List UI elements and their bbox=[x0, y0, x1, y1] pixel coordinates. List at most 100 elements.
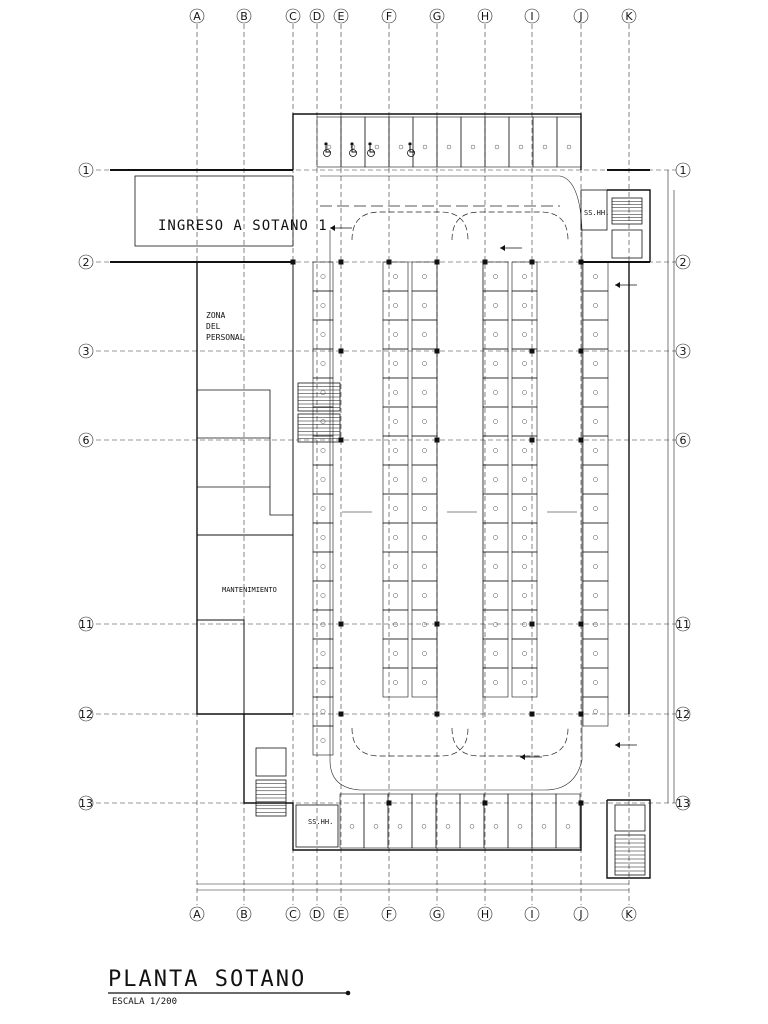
island2-west-stall-9 bbox=[482, 522, 509, 553]
wall-stair-ne bbox=[607, 189, 651, 262]
island2-west-stall-10 bbox=[482, 551, 509, 582]
island2-west-stall-mark-0 bbox=[493, 274, 498, 279]
island2-west-stall-mark-6 bbox=[493, 448, 498, 453]
island2-east-stall-mark-14 bbox=[522, 680, 527, 685]
grid-label-I-top: I bbox=[530, 10, 533, 23]
grid-label-3-left: 3 bbox=[83, 345, 90, 358]
structural-column bbox=[386, 259, 392, 265]
south-row-stall-3 bbox=[411, 793, 437, 849]
structural-column bbox=[529, 259, 535, 265]
island1-west-stall-4 bbox=[382, 377, 409, 408]
west-row-stall-mark-14 bbox=[320, 680, 326, 685]
west-row-stall-mark-4 bbox=[320, 390, 326, 395]
east-row-stall-mark-4 bbox=[593, 390, 598, 395]
island2-west-stall-mark-7 bbox=[493, 477, 498, 482]
north-row-stall-2 bbox=[364, 116, 390, 168]
north-row-stall-mark-9 bbox=[542, 144, 548, 150]
drawing-title: PLANTA SOTANO bbox=[108, 967, 306, 992]
island1-east-stall-5 bbox=[411, 406, 438, 437]
elevator-se bbox=[614, 804, 646, 832]
island1-east-stall-mark-9 bbox=[422, 535, 427, 540]
north-row-stall-mark-8 bbox=[518, 144, 524, 150]
grid-label-J-top: J bbox=[578, 10, 582, 23]
stair-se bbox=[614, 834, 646, 876]
east-row-stall-mark-3 bbox=[593, 361, 598, 366]
island2-east-stall-13 bbox=[511, 638, 538, 669]
island1-east-stall-14 bbox=[411, 667, 438, 698]
island1-east-stall-mark-7 bbox=[422, 477, 427, 482]
north-row-stall-mark-10 bbox=[566, 144, 572, 150]
island1-west-stall-11 bbox=[382, 580, 409, 611]
grid-label-11-right: 11 bbox=[676, 618, 690, 631]
island1-west-stall-mark-14 bbox=[393, 680, 398, 685]
island2-west-stall-11 bbox=[482, 580, 509, 611]
east-row-stall-3 bbox=[582, 348, 609, 379]
structural-column bbox=[578, 437, 584, 443]
east-row-stall-7 bbox=[582, 464, 609, 495]
island2-west-stall-mark-9 bbox=[493, 535, 498, 540]
grid-label-E-top: E bbox=[338, 10, 345, 23]
direction-arrow-icon bbox=[330, 225, 352, 231]
grid-label-6-right: 6 bbox=[680, 434, 687, 447]
east-row-stall-mark-2 bbox=[593, 332, 598, 337]
east-row-stall-9 bbox=[582, 522, 609, 553]
south-row-stall-1 bbox=[363, 793, 389, 849]
parking-stalls bbox=[312, 116, 609, 849]
island2-west-stall-1 bbox=[482, 290, 509, 321]
grid-bubble-C-bottom bbox=[285, 906, 301, 922]
grid-bubble-12-left bbox=[78, 706, 94, 722]
grid-bubble-E-top bbox=[333, 8, 349, 24]
west-row-stall-mark-5 bbox=[320, 419, 326, 424]
north-row-stall-mark-0 bbox=[326, 144, 332, 150]
east-row-stall-10 bbox=[582, 551, 609, 582]
grid-bubble-11-right bbox=[675, 616, 691, 632]
south-row-stall-mark-3 bbox=[421, 824, 427, 829]
island2-west-stall-3 bbox=[482, 348, 509, 379]
north-row-stall-mark-7 bbox=[494, 144, 500, 150]
island1-west-stall-13 bbox=[382, 638, 409, 669]
structural-column bbox=[529, 621, 535, 627]
east-row-stall-mark-0 bbox=[593, 274, 598, 279]
island2-west-stall-mark-10 bbox=[493, 564, 498, 569]
island2-east-stall-mark-1 bbox=[522, 303, 527, 308]
north-row-stall-10 bbox=[556, 116, 582, 168]
grid-bubble-13-right bbox=[675, 795, 691, 811]
south-row-stall-0 bbox=[339, 793, 365, 849]
grid-label-1-left: 1 bbox=[83, 164, 90, 177]
direction-arrow-icon bbox=[500, 245, 522, 251]
island1-west-stall-mark-11 bbox=[393, 593, 398, 598]
north-row-stall-0 bbox=[316, 116, 342, 168]
island1-west-stall-10 bbox=[382, 551, 409, 582]
drawing-scale: ESCALA 1/200 bbox=[112, 997, 177, 1007]
north-row-stall-7 bbox=[484, 116, 510, 168]
grid-label-E-bottom: E bbox=[338, 908, 345, 921]
island2-east-stall-11 bbox=[511, 580, 538, 611]
east-row-stall-0 bbox=[582, 261, 609, 292]
grid-label-2-left: 2 bbox=[83, 256, 90, 269]
east-row-stall-5 bbox=[582, 406, 609, 437]
wall-left-block bbox=[196, 262, 293, 715]
grid-label-C-top: C bbox=[289, 10, 297, 23]
grid-bubble-A-top bbox=[189, 8, 205, 24]
north-row-stall-5 bbox=[436, 116, 462, 168]
east-row-stall-mark-1 bbox=[593, 303, 598, 308]
island1-west-stall-6 bbox=[382, 435, 409, 466]
entry-ramp bbox=[134, 175, 294, 247]
grid-bubble-B-bottom bbox=[236, 906, 252, 922]
south-row-stall-mark-9 bbox=[565, 824, 571, 829]
structural-column bbox=[434, 437, 440, 443]
grid-bubble-6-left bbox=[78, 432, 94, 448]
east-row-stall-6 bbox=[582, 435, 609, 466]
north-row-stall-mark-4 bbox=[422, 144, 428, 150]
restroom-ne bbox=[580, 189, 608, 231]
island1-west-stall-8 bbox=[382, 493, 409, 524]
island2-west-stall-14 bbox=[482, 667, 509, 698]
south-row-stall-mark-2 bbox=[397, 824, 403, 829]
grid-bubble-D-top bbox=[309, 8, 325, 24]
west-row-stall-mark-1 bbox=[320, 303, 326, 308]
island2-east-stall-mark-4 bbox=[522, 390, 527, 395]
island1-east-stall-9 bbox=[411, 522, 438, 553]
island2-east-stall-0 bbox=[511, 261, 538, 292]
grid-bubble-C-top bbox=[285, 8, 301, 24]
island1-east-stall-6 bbox=[411, 435, 438, 466]
